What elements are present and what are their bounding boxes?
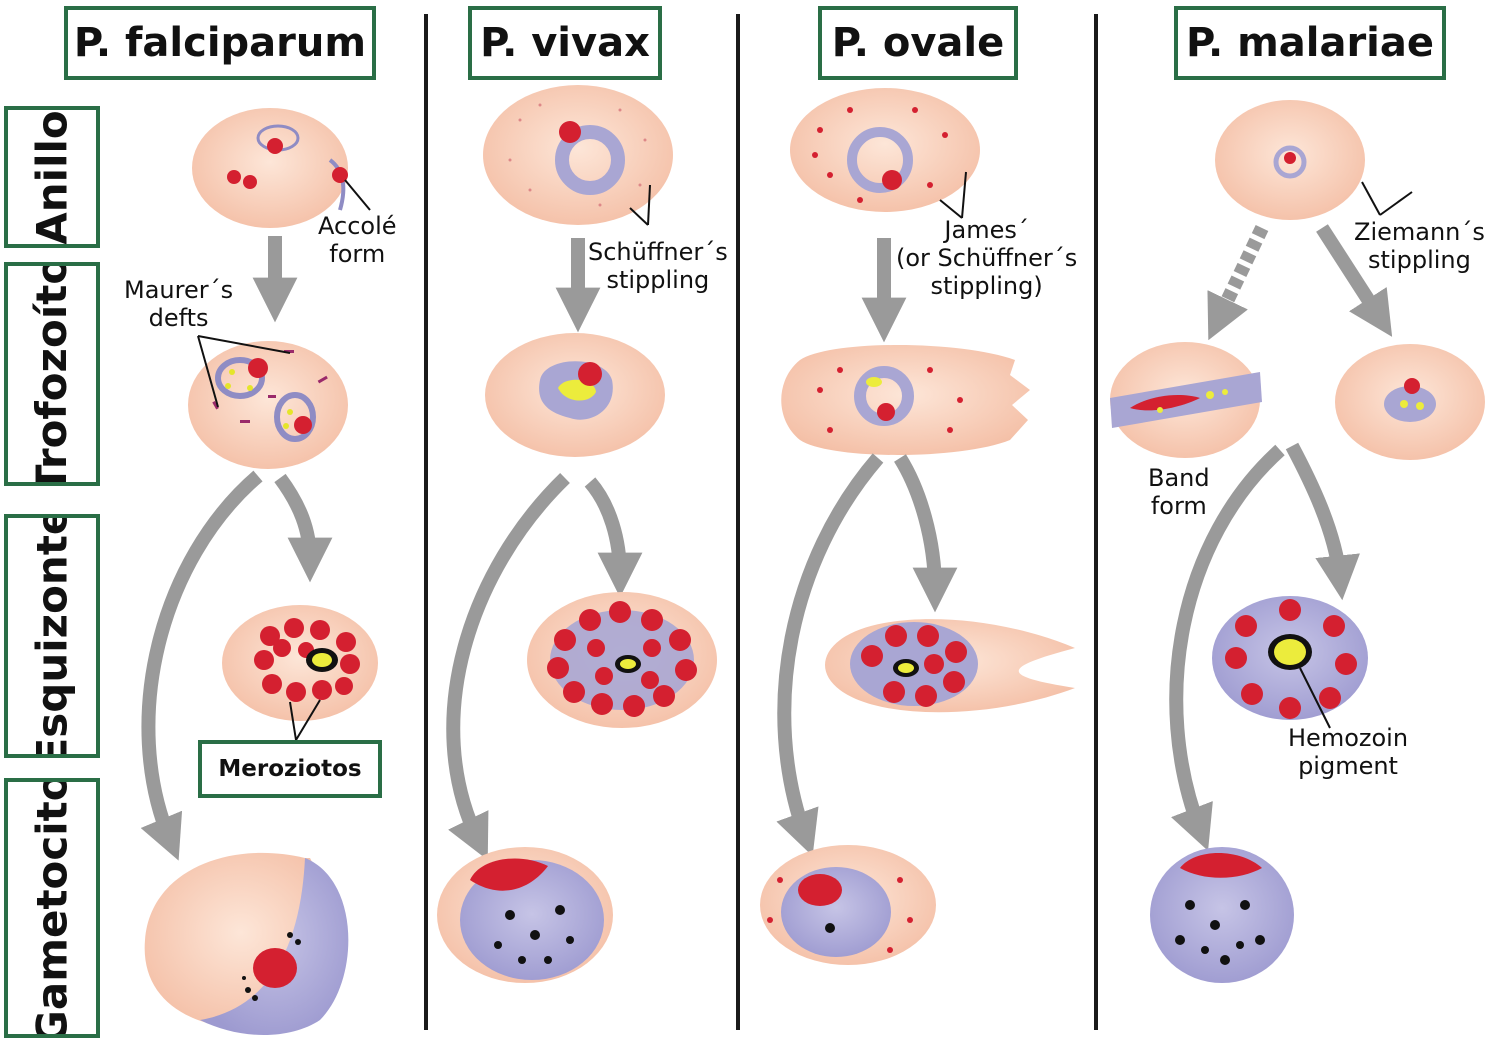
species-header-falciparum: P. falciparum [64,6,376,80]
label-line: stippling [1368,246,1471,274]
column-divider [736,14,740,1030]
label-line: Hemozoin [1288,724,1409,752]
schuffner-label: Schüffner´s stippling [588,238,728,294]
stage-label-esquizonte: Esquizonte [4,514,100,758]
hemozoin-label: Hemozoin pigment [1288,724,1408,780]
ziemann-label: Ziemann´s stippling [1354,218,1485,274]
malariae-gametocyte-cell [1150,847,1294,983]
label-line: Schüffner´s [588,238,728,266]
vivax-arrow-2 [584,477,643,598]
label-line: pigment [1298,752,1398,780]
species-header-ovale: P. ovale [818,6,1018,80]
label-line: (or Schüffner´s [896,244,1078,272]
column-divider [1094,14,1098,1030]
stage-text: Anillo [27,109,77,245]
falciparum-trophozoite-cell [188,341,348,469]
malariae-arrow-3 [1169,444,1285,851]
falciparum-arrow-2 [274,473,333,583]
merozoitos-label: Meroziotos [198,740,382,798]
maurer-label: Maurer´s defts [124,276,233,332]
malariae-column [1110,100,1485,983]
stage-label-anillo: Anillo [4,106,100,248]
ovale-arrow-2 [894,454,958,613]
vivax-column [437,85,717,983]
ovale-arrow-3 [776,453,884,857]
james-label: James´ (or Schüffner´s stippling) [896,216,1077,300]
vivax-ring-cell [483,85,673,225]
falciparum-ring-cell [192,108,348,228]
falciparum-arrow-3 [140,470,263,861]
ovale-column [760,88,1075,965]
label-line: Ziemann´s [1354,218,1485,246]
stage-label-trofozoito: Trofozoíto [4,262,100,486]
accole-label: Accolé form [318,212,397,268]
label-line: defts [148,304,209,332]
column-divider [424,14,428,1030]
species-header-vivax: P. vivax [468,6,662,80]
stage-text: Trofozoíto [27,262,77,486]
label-line: Band [1148,464,1210,492]
label-line: stippling) [930,272,1043,300]
ovale-ring-cell [790,88,980,212]
label-line: Maurer´s [124,276,234,304]
stage-text: Esquizonte [27,514,77,758]
malariae-arrow-1 [1316,224,1393,337]
species-header-malariae: P. malariae [1174,6,1446,80]
malariae-arrow-2 [1285,442,1360,601]
label-line: form [329,240,386,268]
label-line: James´ [944,216,1029,244]
label-line: form [1150,492,1207,520]
label-line: Accolé [318,212,397,240]
stage-label-gametocito: Gametocito [4,778,100,1038]
label-line: stippling [606,266,710,294]
stage-text: Gametocito [27,778,77,1038]
vivax-arrow-3 [446,472,570,861]
band-form-label: Band form [1148,464,1210,520]
falciparum-column [140,108,378,1035]
malariae-arrow-dashed [1207,224,1269,341]
